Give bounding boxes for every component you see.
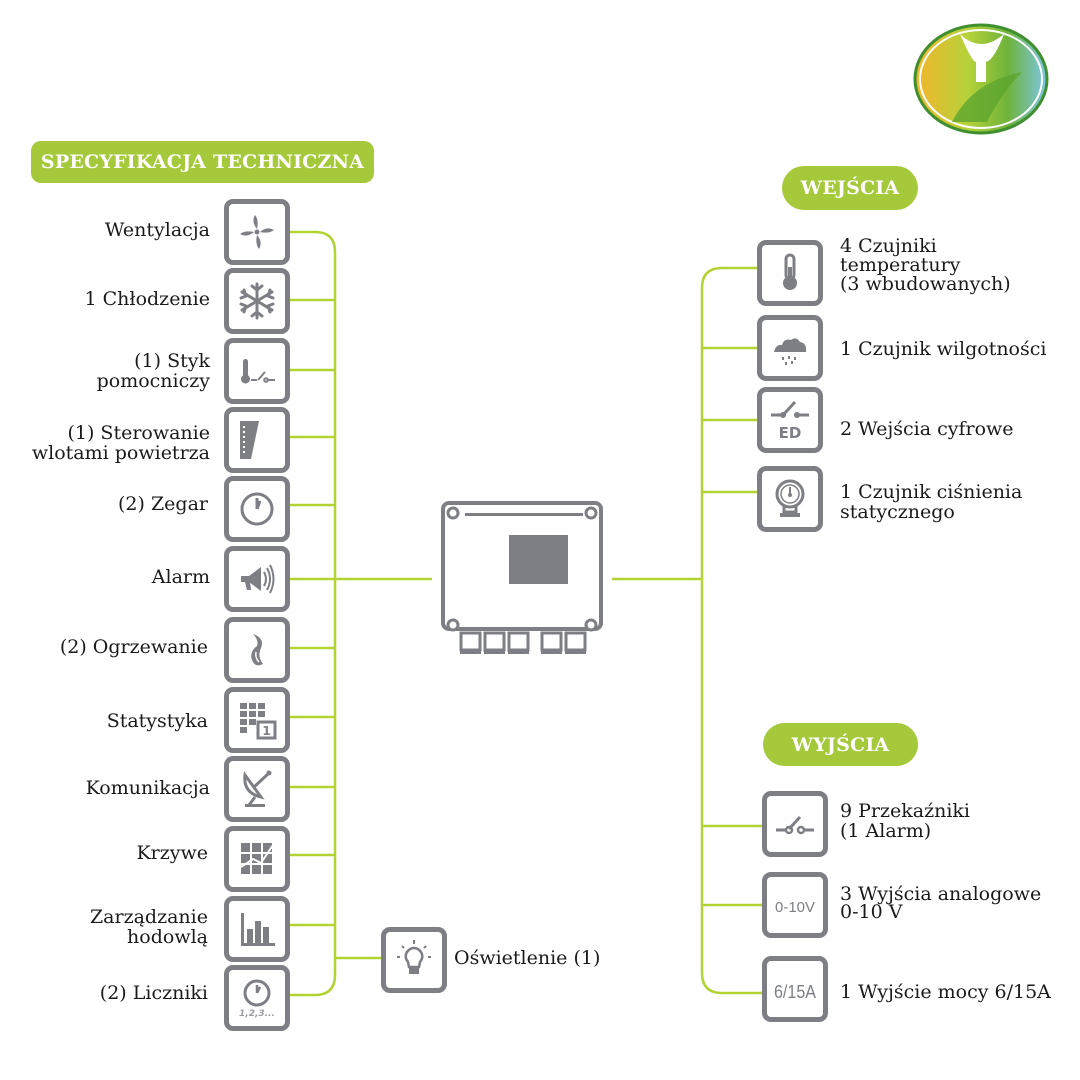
analog-output-icon: 0-10V — [762, 872, 828, 938]
inputs-title-badge: WEJŚCIA — [782, 166, 918, 210]
relay-switch-icon — [762, 791, 828, 857]
light-bulb-icon — [381, 927, 447, 993]
pressure-gauge-icon — [757, 466, 823, 532]
controller-unit — [440, 496, 606, 661]
air-inlet-icon — [224, 407, 290, 473]
clock-icon — [224, 476, 290, 542]
company-logo — [912, 22, 1050, 137]
flame-icon — [224, 617, 290, 683]
output-label-relays: 9 Przekaźniki(1 Alarm) — [840, 800, 971, 842]
fan-icon — [224, 199, 290, 265]
power-output-icon: 6/15A — [762, 956, 828, 1022]
spec-trunk-line — [290, 230, 337, 997]
outputs-title-badge: WYJŚCIA — [763, 723, 918, 766]
rain-cloud-icon — [757, 315, 823, 381]
input-label-digital: 2 Wejścia cyfrowe — [840, 418, 1014, 440]
spec-label-ventilation: Wentylacja — [104, 219, 210, 241]
thermostat-switch-icon — [224, 338, 290, 404]
svg-text:ED: ED — [779, 424, 802, 442]
svg-text:1,2,3...: 1,2,3... — [239, 1009, 275, 1019]
svg-text:6/15A: 6/15A — [774, 982, 816, 1002]
megaphone-icon — [224, 546, 290, 612]
thermometer-icon — [757, 240, 823, 306]
curve-grid-icon — [224, 826, 290, 892]
spec-label-communication: Komunikacja — [85, 777, 210, 799]
spec-label-cooling: 1 Chłodzenie — [84, 288, 210, 310]
spec-label-counters: (2) Liczniki — [99, 982, 208, 1004]
bar-chart-icon — [224, 896, 290, 962]
spec-label-clock: (2) Zegar — [118, 493, 208, 515]
counter-clock-icon: 1,2,3... — [224, 965, 290, 1031]
spec-label-alarm: Alarm — [151, 566, 210, 588]
satellite-dish-icon — [224, 756, 290, 822]
statistics-grid-icon: 1 — [224, 687, 290, 753]
output-label-power: 1 Wyjście mocy 6/15A — [840, 981, 1051, 1003]
spec-label-curves: Krzywe — [136, 842, 208, 864]
spec-label-statistics: Statystyka — [106, 710, 208, 732]
io-trunk-line — [700, 266, 762, 995]
spec-title-badge: SPECYFIKACJA TECHNICZNA — [31, 141, 374, 183]
spec-label-heating: (2) Ogrzewanie — [59, 636, 208, 658]
svg-text:0-10V: 0-10V — [775, 899, 815, 916]
snowflake-icon — [224, 268, 290, 334]
svg-text:1: 1 — [262, 724, 270, 738]
digital-input-icon: ED — [757, 387, 823, 453]
lighting-label: Oświetlenie (1) — [454, 947, 601, 969]
input-label-humidity: 1 Czujnik wilgotności — [840, 338, 1047, 360]
